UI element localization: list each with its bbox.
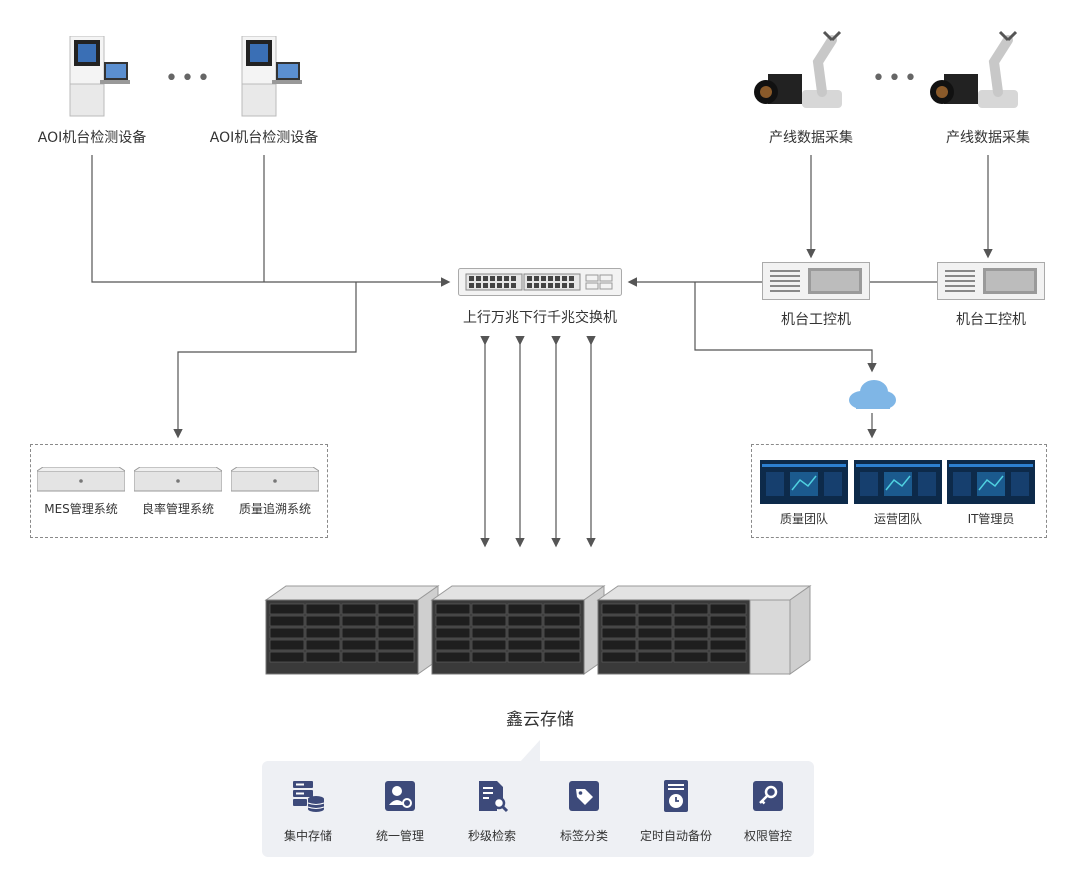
storage-servers-icon — [264, 585, 812, 675]
robot-camera-right-icon — [930, 30, 1018, 108]
feature-panel: 集中存储 统一管理 秒级检索 标签分类 定时自动备份 — [262, 761, 814, 857]
team-label-it: IT管理员 — [967, 512, 1015, 526]
aoi-machine-right-icon — [241, 36, 302, 117]
industrial-pc-right-icon — [937, 262, 1045, 300]
key-icon — [753, 781, 783, 811]
cloud-icon — [849, 380, 896, 409]
document-search-icon — [479, 781, 509, 813]
team-label-ops: 运营团队 — [873, 512, 922, 526]
panel-pointer — [520, 740, 540, 762]
system-label-trace: 质量追溯系统 — [238, 502, 311, 516]
aoi-right-label: AOI机台检测设备 — [209, 130, 319, 146]
server-trace-icon — [231, 467, 319, 492]
network-switch-icon — [458, 268, 622, 296]
system-label-mes: MES管理系统 — [44, 502, 118, 516]
collect-left-label: 产线数据采集 — [769, 130, 853, 146]
ipc-right-label: 机台工控机 — [956, 312, 1026, 328]
server-yield-icon — [134, 467, 222, 492]
team-label-quality: 质量团队 — [779, 512, 828, 526]
switch-to-systems-line — [173, 282, 357, 439]
industrial-pc-left-icon — [762, 262, 870, 300]
feature-item: 集中存储 — [262, 779, 354, 844]
aoi-to-switch-line — [91, 155, 451, 287]
systems-group — [30, 444, 328, 538]
aoi-machine-left-icon — [69, 36, 130, 117]
ellipsis-icon: ••• — [165, 66, 213, 91]
storage-db-icon — [293, 781, 325, 812]
feature-label: 权限管控 — [743, 829, 792, 843]
feature-label: 统一管理 — [375, 829, 424, 843]
switch-to-cloud-line — [694, 282, 877, 373]
server-mes-icon — [37, 467, 125, 492]
collect-right-label: 产线数据采集 — [946, 130, 1030, 146]
feature-label: 秒级检索 — [467, 829, 516, 843]
tag-icon — [569, 781, 599, 811]
dashboard-screen-icon — [854, 460, 942, 504]
system-label-yield: 良率管理系统 — [141, 502, 214, 516]
switch-label: 上行万兆下行千兆交换机 — [463, 310, 617, 326]
teams-group — [751, 444, 1047, 538]
feature-item: 定时自动备份 — [630, 779, 722, 844]
feature-label: 标签分类 — [559, 829, 608, 843]
dashboard-screen-icon — [947, 460, 1035, 504]
feature-item: 秒级检索 — [446, 779, 538, 844]
user-gear-icon — [385, 781, 415, 811]
feature-item: 统一管理 — [354, 779, 446, 844]
ellipsis-icon: ••• — [872, 66, 920, 91]
robot-camera-left-icon — [754, 30, 842, 108]
feature-item: 标签分类 — [538, 779, 630, 844]
dashboard-screen-icon — [760, 460, 848, 504]
aoi-left-label: AOI机台检测设备 — [37, 130, 147, 146]
feature-label: 定时自动备份 — [639, 829, 712, 843]
ipc-left-label: 机台工控机 — [781, 312, 851, 328]
clock-backup-icon — [664, 780, 688, 812]
feature-label: 集中存储 — [283, 829, 332, 843]
storage-title: 鑫云存储 — [506, 710, 574, 730]
feature-item: 权限管控 — [722, 779, 814, 844]
